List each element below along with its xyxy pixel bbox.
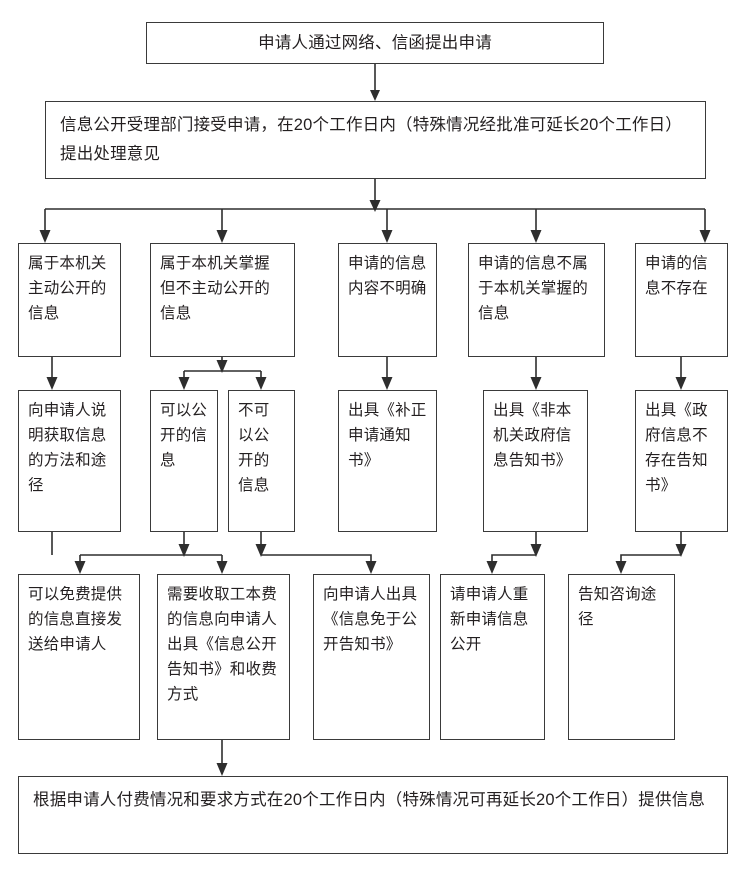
node-action-issue-not-held-notice[interactable]: 出具《非本机关政府信息告知书》	[483, 390, 588, 532]
node-label: 信息公开受理部门接受申请，在20个工作日内（特殊情况经批准可延长20个工作日）提…	[60, 116, 683, 163]
node-result-fee-notice[interactable]: 需要收取工本费的信息向申请人出具《信息公开告知书》和收费方式	[157, 574, 290, 740]
arrowhead-accept	[370, 90, 380, 101]
arrowhead-cat-4	[530, 230, 542, 243]
node-category-active-disclosure[interactable]: 属于本机关主动公开的信息	[18, 243, 121, 357]
node-category-not-held[interactable]: 申请的信息不属于本机关掌握的信息	[468, 243, 605, 357]
connector-act5-res4	[491, 554, 536, 562]
arrowhead-cat-1	[39, 230, 51, 243]
node-category-unclear-content[interactable]: 申请的信息内容不明确	[338, 243, 437, 357]
node-result-free-send[interactable]: 可以免费提供的信息直接发送给申请人	[18, 574, 140, 740]
node-label: 可以公开的信息	[160, 402, 208, 470]
arrowhead-act-1	[46, 377, 58, 390]
node-label: 需要收取工本费的信息向申请人出具《信息公开告知书》和收费方式	[167, 586, 277, 704]
node-category-held-not-active[interactable]: 属于本机关掌握但不主动公开的信息	[150, 243, 295, 357]
arrowhead-act-3	[255, 377, 267, 390]
arrowhead-cat2-split	[216, 360, 228, 373]
node-category-not-exist[interactable]: 申请的信息不存在	[635, 243, 728, 357]
arrowhead-cat-5	[699, 230, 711, 243]
arrowhead-act3-jog	[255, 544, 267, 557]
node-label: 申请的信息不属于本机关掌握的信息	[478, 255, 588, 323]
node-label: 申请人通过网络、信函提出申请	[258, 33, 492, 52]
node-label: 申请的信息内容不明确	[348, 255, 427, 298]
node-label: 属于本机关主动公开的信息	[28, 255, 107, 323]
connector-act3-res3	[261, 554, 372, 562]
node-action-explain-access[interactable]: 向申请人说明获取信息的方法和途径	[18, 390, 121, 532]
node-label: 告知咨询途径	[578, 586, 657, 629]
arrowhead-act-4	[381, 377, 393, 390]
node-application-submitted[interactable]: 申请人通过网络、信函提出申请	[146, 22, 604, 64]
node-accept-application[interactable]: 信息公开受理部门接受申请，在20个工作日内（特殊情况经批准可延长20个工作日）提…	[45, 101, 706, 179]
arrowhead-res-5	[615, 561, 627, 574]
node-action-issue-correction-notice[interactable]: 出具《补正申请通知书》	[338, 390, 437, 532]
node-label: 申请的信息不存在	[645, 255, 708, 298]
node-label: 出具《非本机关政府信息告知书》	[493, 402, 572, 470]
node-action-issue-not-exist-notice[interactable]: 出具《政府信息不存在告知书》	[635, 390, 728, 532]
arrowhead-res-1	[74, 561, 86, 574]
arrowhead-final	[216, 763, 228, 776]
arrowhead-res-4	[486, 561, 498, 574]
node-label: 不可以公开的信息	[238, 402, 270, 495]
arrowhead-act2-bus	[178, 544, 190, 557]
arrowhead-act6-jog	[675, 544, 687, 557]
arrowhead-res-2	[216, 561, 228, 574]
arrowhead-act-5	[530, 377, 542, 390]
node-label: 可以免费提供的信息直接发送给申请人	[28, 586, 123, 654]
node-label: 出具《补正申请通知书》	[348, 402, 427, 470]
node-provide-information[interactable]: 根据申请人付费情况和要求方式在20个工作日内（特殊情况可再延长20个工作日）提供…	[18, 776, 728, 854]
connector-act6-res5	[620, 554, 681, 562]
node-label: 出具《政府信息不存在告知书》	[645, 402, 708, 495]
node-result-exempt-notice[interactable]: 向申请人出具《信息免于公开告知书》	[313, 574, 430, 740]
node-label: 请申请人重新申请信息公开	[450, 586, 529, 654]
arrowhead-act-6	[675, 377, 687, 390]
node-label: 向申请人出具《信息免于公开告知书》	[323, 586, 418, 654]
arrowhead-cat-2	[216, 230, 228, 243]
arrowhead-res-3	[365, 561, 377, 574]
node-label: 根据申请人付费情况和要求方式在20个工作日内（特殊情况可再延长20个工作日）提供…	[33, 791, 706, 809]
arrowhead-cat-3	[381, 230, 393, 243]
arrowhead-act-2	[178, 377, 190, 390]
node-result-inform-channel[interactable]: 告知咨询途径	[568, 574, 675, 740]
node-label: 属于本机关掌握但不主动公开的信息	[160, 255, 270, 323]
node-action-can-disclose[interactable]: 可以公开的信息	[150, 390, 218, 532]
arrowhead-bus	[369, 200, 381, 212]
node-result-reapply[interactable]: 请申请人重新申请信息公开	[440, 574, 545, 740]
arrowhead-act5-jog	[530, 544, 542, 557]
node-label: 向申请人说明获取信息的方法和途径	[28, 402, 107, 495]
node-action-cannot-disclose[interactable]: 不可以公开的信息	[228, 390, 295, 532]
